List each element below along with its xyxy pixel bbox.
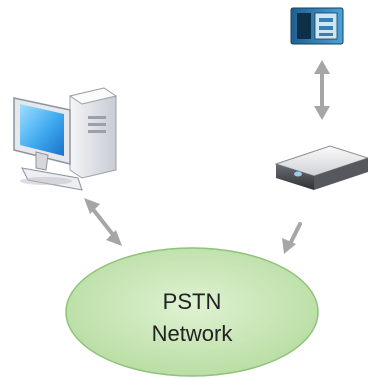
pstn-network-label: PSTN Network: [118, 286, 266, 350]
network-label-line1: PSTN: [162, 289, 222, 314]
arrow-modem-network: [282, 222, 302, 254]
pstn-network-cloud: [65, 247, 319, 377]
network-label-line2: Network: [151, 321, 233, 346]
telephone-exchange-box-icon: [290, 7, 344, 45]
modem-icon: [274, 145, 368, 190]
arrow-computer-network: [84, 198, 122, 246]
arrow-exchange-modem: [314, 60, 330, 120]
desktop-computer-icon: [13, 87, 118, 191]
